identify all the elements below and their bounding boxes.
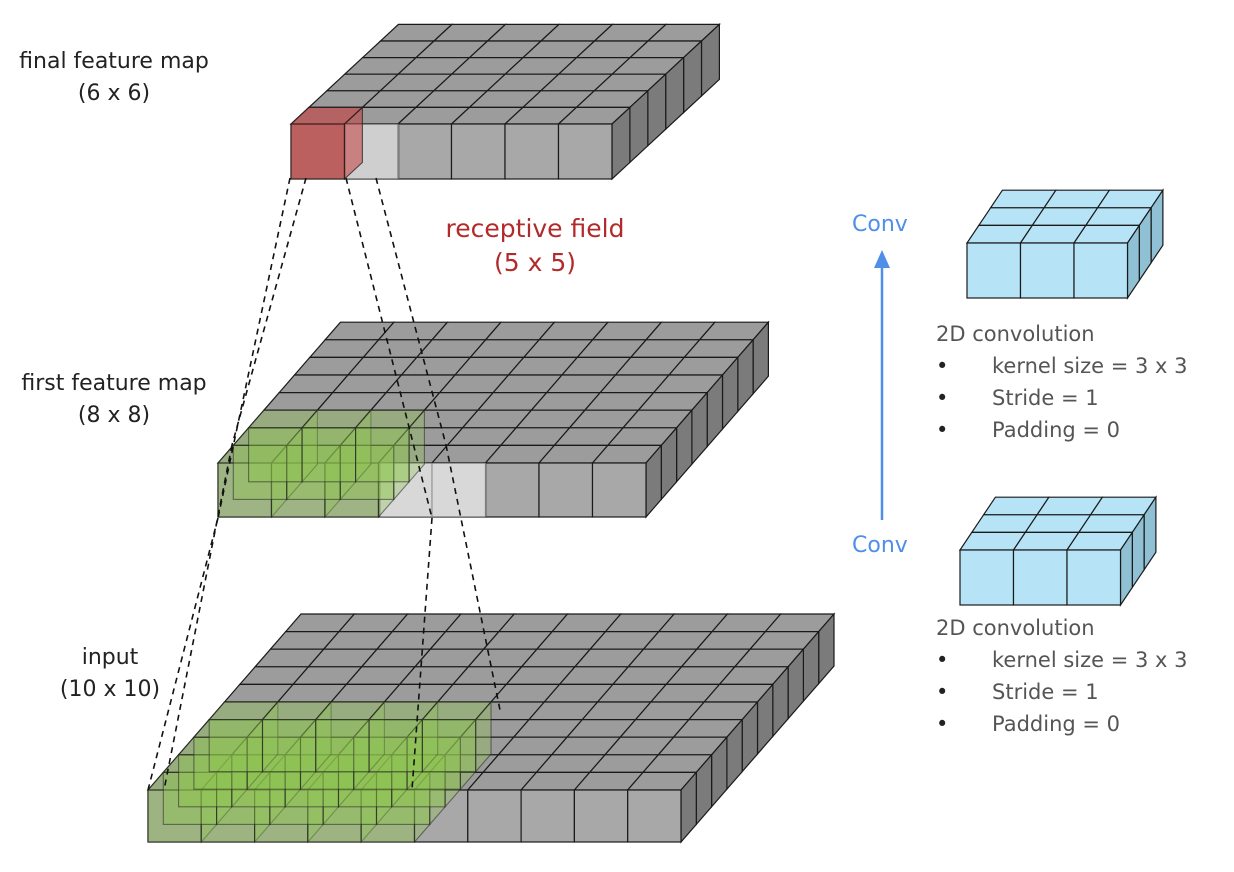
input-highlight-cube [360,789,416,843]
conv-spec-bottom-title: 2D convolution [936,616,1095,640]
input-highlight-cube [147,789,202,843]
conv-spec-bottom-stride: Stride = 1 [936,676,1188,708]
conv-label-top: Conv [852,212,908,237]
first-map-highlight-cube [355,427,410,483]
kernel-bottom-front-cell [959,549,1015,606]
input-grid-front-cell [467,789,522,843]
first-map-highlight-cube [301,427,357,483]
conv-spec-bottom: 2D convolution kernel size = 3 x 3 Strid… [936,612,1188,740]
final-feature-map-title: final feature map [19,49,209,74]
input-highlight-cube [315,719,370,773]
projection-line-7 [411,517,433,791]
projection-line-4 [375,177,447,446]
receptive-field-title: receptive field [445,214,625,243]
conv-spec-top-padding: Padding = 0 [936,414,1188,446]
first-map-highlight-cube [248,427,303,483]
input-highlight-cube [231,754,286,808]
final-feature-map-label: final feature map (6 x 6) [0,46,230,110]
kernel-bottom [958,495,1158,607]
input-highlight-cube [284,754,340,808]
input-highlight-cube [193,736,248,790]
input-grid-front-cell [147,789,202,843]
conv-spec-top: 2D convolution kernel size = 3 x 3 Strid… [936,318,1188,446]
input-highlight-cube [261,719,317,773]
conv-spec-top-stride: Stride = 1 [936,382,1188,414]
input-highlight [146,700,493,844]
input-highlight-cube [337,754,393,808]
kernel-bottom-front-cell [1066,549,1122,606]
first-map-highlight-cube [270,462,326,518]
first-map-grid-front-cell [484,462,540,518]
kernel-top-front-cell [966,242,1022,299]
input-highlight-cube [246,736,302,790]
input-title: input [81,645,139,670]
input-grid-front-cell [627,789,682,843]
receptive-field-label: receptive field (5 x 5) [400,212,670,280]
input-highlight-cube [208,719,264,773]
input-highlight-cube [375,771,431,825]
projection-line-6 [163,444,233,791]
projection-line-2 [231,177,307,446]
first-map-grid [216,320,770,519]
final-map-grid-front-cell [397,123,453,180]
conv-spec-top-kernel: kernel size = 3 x 3 [936,350,1188,382]
projection-line-5 [147,517,219,791]
final-map-grid-front-cell [557,123,613,180]
input-highlight-cube [162,771,218,825]
first-map-grid-front-cell [538,462,594,518]
conv-spec-bottom-list: kernel size = 3 x 3 Stride = 1 Padding =… [936,644,1188,740]
input-label: input (10 x 10) [40,642,180,706]
input-grid-front-cell [520,789,575,843]
final-map-grid-front-cell [504,123,560,180]
input-highlight-cube [269,771,324,825]
first-map-highlight-cube [232,444,288,500]
conv-spec-bottom-kernel: kernel size = 3 x 3 [936,644,1188,676]
projection-line-3 [345,177,433,519]
conv-label-bottom: Conv [852,533,908,558]
input-highlight-cube [353,736,408,790]
final-feature-map-size: (6 x 6) [77,81,151,106]
kernel-top [965,188,1165,300]
input-highlight-cube [391,754,446,808]
first-map-highlight-cube [339,444,395,500]
conv-spec-top-title: 2D convolution [936,322,1095,346]
input-highlight-cube [421,719,477,773]
projection-line-1 [217,177,291,519]
projection-line-8 [445,444,501,711]
first-feature-map-label: first feature map (8 x 8) [0,368,230,432]
final-map-highlight-cube [290,123,346,180]
conv-arrow-head [874,250,890,268]
input-grid-front-cell [360,789,416,843]
first-map-highlight-cube [324,462,380,518]
input-highlight-cube [254,789,309,843]
first-map-ghost [379,462,487,518]
first-feature-map-size: (8 x 8) [77,403,151,428]
conv-spec-bottom-padding: Padding = 0 [936,708,1188,740]
kernel-top-front-cell [1019,242,1075,299]
first-map-highlight-cube [286,444,341,500]
receptive-field-size: (5 x 5) [493,248,576,277]
first-map-highlight [216,408,426,519]
input-highlight-cube [406,736,461,790]
input-grid-front-cell [573,789,629,843]
input-size: (10 x 10) [59,677,161,702]
final-map-grid-front-cell [450,123,506,180]
conv-spec-top-list: kernel size = 3 x 3 Stride = 1 Padding =… [936,350,1188,446]
final-map-highlight [289,106,364,181]
kernel-bottom-front-cell [1012,549,1068,606]
kernel-top-front-cell [1073,242,1129,299]
first-map-grid-front-cell [591,462,647,518]
first-feature-map-title: first feature map [21,371,207,396]
